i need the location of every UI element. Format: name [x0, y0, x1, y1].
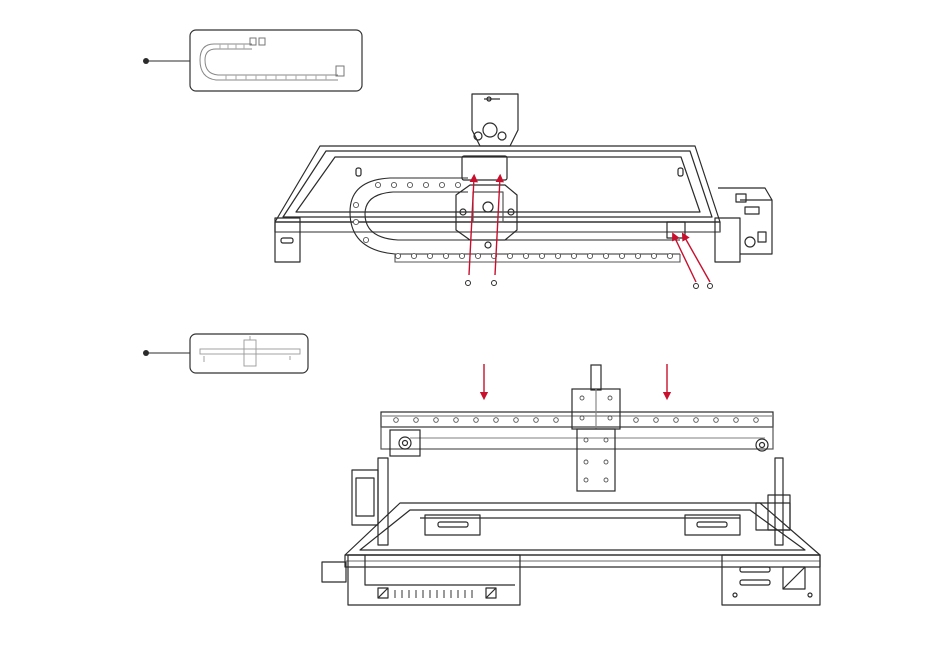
step-1-screws [466, 281, 713, 289]
arrow-screw-4 [684, 236, 710, 282]
screw-3 [694, 284, 699, 289]
machine-frame-top-view [275, 94, 772, 262]
screw-2 [492, 281, 497, 286]
step-2-arrows [484, 364, 667, 396]
step-1-arrows [469, 178, 710, 282]
machine-base-frame [322, 458, 820, 605]
cable-chain-callout [190, 30, 362, 91]
arrow-screw-3 [674, 236, 696, 282]
x-axis-beam-callout [190, 334, 308, 373]
step-2-group [143, 334, 820, 605]
x-axis-beam [381, 365, 773, 491]
screw-1 [466, 281, 471, 286]
screw-4 [708, 284, 713, 289]
step-1-group [143, 30, 772, 289]
cable-chain-installed [350, 178, 680, 262]
arrow-screw-1 [469, 178, 474, 275]
